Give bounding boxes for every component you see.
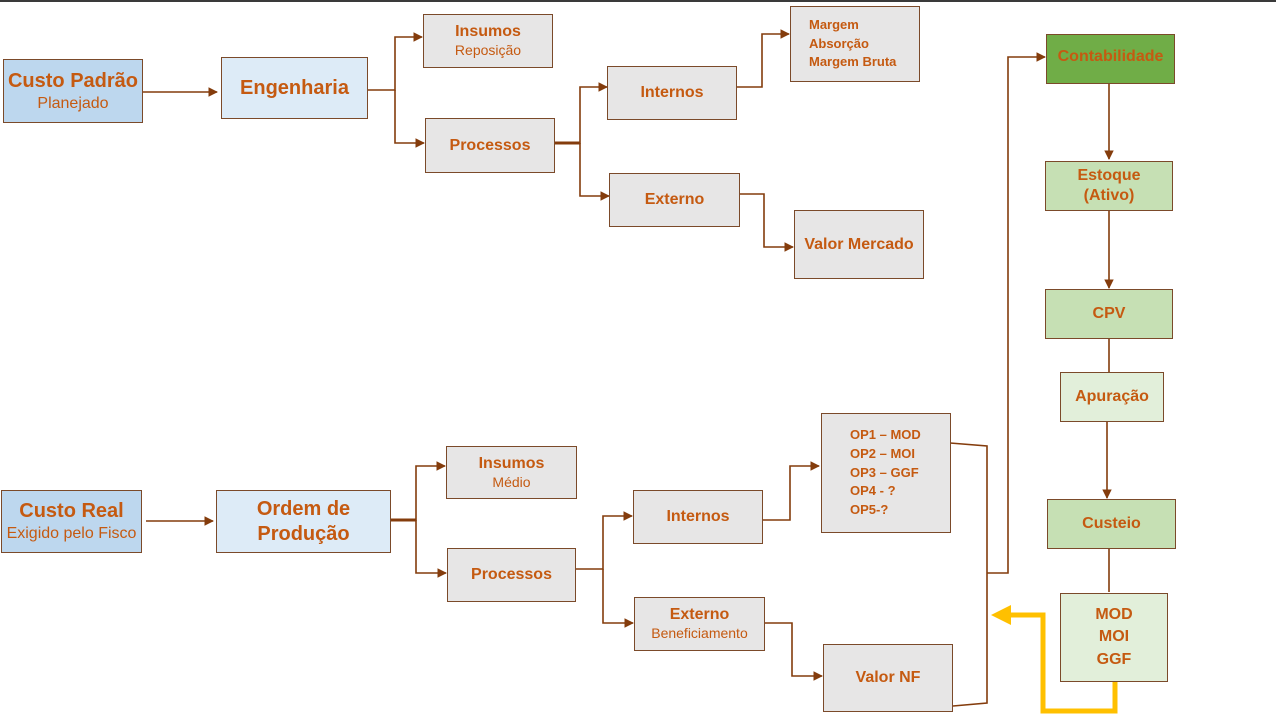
internos-padrao-label: Internos — [640, 84, 704, 101]
contabilidade-label: Contabilidade — [1057, 48, 1164, 65]
arrow-to-contabilidade — [987, 52, 1046, 574]
arrow-processos-externo-real — [602, 569, 634, 628]
externo-padrao-label: Externo — [644, 191, 705, 208]
custo-real-title: Custo Real — [19, 500, 124, 522]
ordem-producao-box: Ordem de Produção — [216, 490, 391, 553]
arrow-externo-valor-mercado — [740, 193, 794, 252]
externo-real-box: Externo Beneficiamento — [634, 597, 765, 651]
margem-line-3: Margem Bruta — [809, 54, 897, 70]
cpv-label: CPV — [1092, 305, 1126, 322]
internos-padrao-box: Internos — [607, 66, 737, 120]
custeio-box: Custeio — [1047, 499, 1176, 549]
apuracao-label: Apuração — [1075, 388, 1149, 405]
externo-real-title: Externo — [669, 606, 730, 624]
apuracao-box: Apuração — [1060, 372, 1164, 422]
op-line-5: OP5-? — [850, 502, 889, 518]
arrow-engenharia-processos — [394, 90, 425, 148]
arrow-ordem-insumos — [391, 461, 446, 521]
top-border — [0, 0, 1276, 2]
margem-line-2: Absorção — [809, 35, 869, 51]
contabilidade-box: Contabilidade — [1046, 34, 1175, 84]
custo-real-box: Custo Real Exigido pelo Fisco — [1, 490, 142, 553]
processos-real-label: Processos — [471, 566, 552, 583]
processos-padrao-label: Processos — [449, 136, 531, 154]
margem-box: Margem Absorção Margem Bruta — [790, 6, 920, 82]
arrow-externo-valor-nf — [765, 622, 823, 681]
ops-box: OP1 – MOD OP2 – MOI OP3 – GGF OP4 - ? OP… — [821, 413, 951, 533]
ordem-line-1: Ordem de — [256, 497, 351, 520]
internos-real-label: Internos — [666, 508, 730, 525]
arrow-processos-externo — [579, 143, 610, 201]
arrow-internos-margem — [737, 29, 790, 88]
processos-real-box: Processos — [447, 548, 576, 602]
componente-ggf: GGF — [1096, 650, 1132, 668]
op-line-1: OP1 – MOD — [850, 426, 921, 442]
componente-mod: MOD — [1095, 605, 1133, 623]
arrow-internos-ops — [763, 461, 820, 521]
valor-nf-box: Valor NF — [823, 644, 953, 712]
op-line-2: OP2 – MOI — [850, 445, 916, 461]
insumos-reposicao-title: Insumos — [455, 23, 521, 41]
externo-padrao-box: Externo — [609, 173, 740, 227]
op-line-4: OP4 - ? — [850, 483, 896, 499]
internos-real-box: Internos — [633, 490, 763, 544]
custeio-label: Custeio — [1082, 515, 1141, 532]
arrow-engenharia-insumos — [368, 32, 423, 91]
insumos-medio-title: Insumos — [478, 454, 545, 472]
valor-nf-label: Valor NF — [855, 669, 921, 686]
engenharia-label: Engenharia — [240, 76, 349, 99]
custo-padrao-sub: Planejado — [37, 94, 109, 112]
margem-line-1: Margem — [809, 16, 859, 32]
arrow-processos-internos — [554, 82, 608, 144]
arrow-processos-internos-real — [576, 511, 633, 570]
componente-moi: MOI — [1098, 628, 1130, 646]
highlight-feedback-arrow — [991, 605, 1118, 714]
engenharia-box: Engenharia — [221, 57, 368, 119]
cpv-box: CPV — [1045, 289, 1173, 339]
valor-mercado-label: Valor Mercado — [804, 235, 914, 253]
insumos-reposicao-sub: Reposição — [454, 42, 522, 59]
valor-mercado-box: Valor Mercado — [794, 210, 924, 279]
estoque-box: Estoque (Ativo) — [1045, 161, 1173, 211]
custo-padrao-title: Custo Padrão — [7, 69, 139, 92]
insumos-reposicao-box: Insumos Reposição — [423, 14, 553, 68]
estoque-line-1: Estoque — [1077, 167, 1141, 184]
arrow-ordem-processos — [415, 520, 447, 578]
componentes-box: MOD MOI GGF — [1060, 593, 1168, 682]
estoque-line-2: (Ativo) — [1083, 187, 1135, 204]
externo-real-sub: Beneficiamento — [651, 625, 748, 642]
insumos-medio-sub: Médio — [492, 473, 531, 490]
insumos-medio-box: Insumos Médio — [446, 446, 577, 499]
processos-padrao-box: Processos — [425, 118, 555, 173]
custo-real-sub: Exigido pelo Fisco — [6, 525, 137, 542]
custo-padrao-box: Custo Padrão Planejado — [3, 59, 143, 123]
brace-ops-nf — [949, 442, 988, 707]
ordem-line-2: Produção — [257, 522, 350, 545]
op-line-3: OP3 – GGF — [850, 464, 919, 480]
